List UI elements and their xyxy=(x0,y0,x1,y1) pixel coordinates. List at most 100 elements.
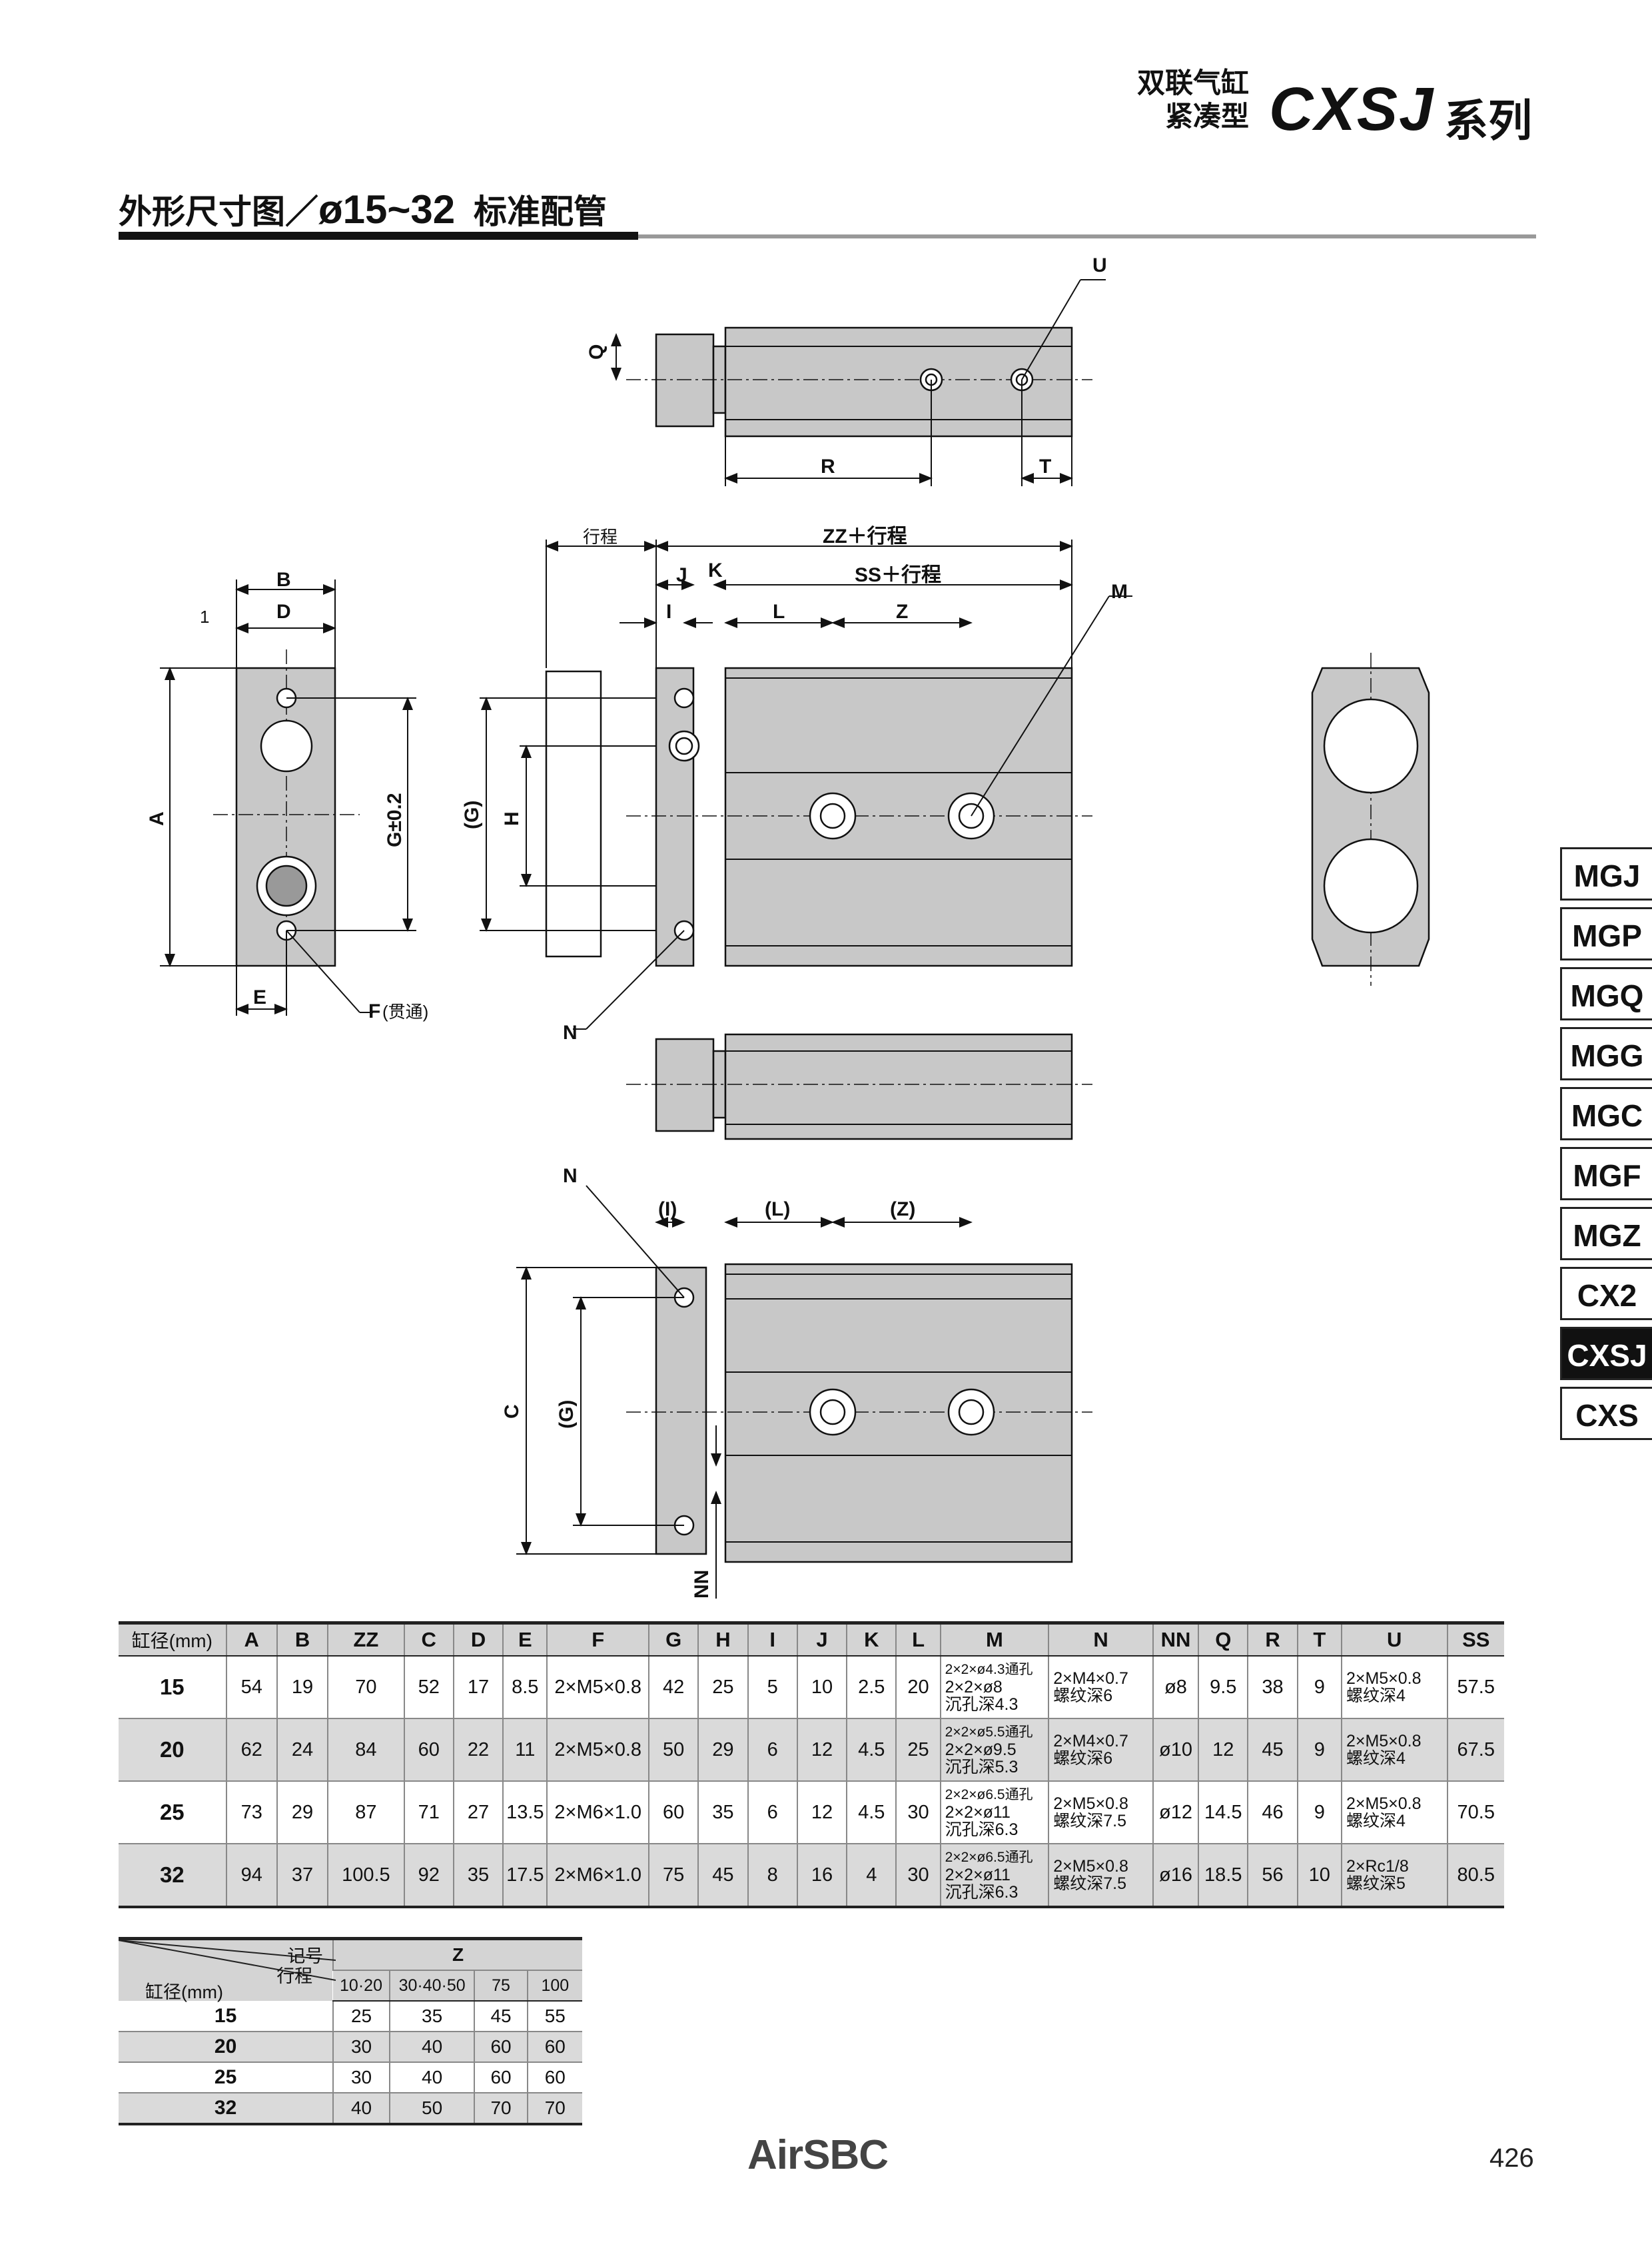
tab-cxsj[interactable]: CXSJ xyxy=(1560,1327,1652,1380)
cell-r: 38 xyxy=(1247,1656,1298,1719)
cell-n-line1: 2×M4×0.7 xyxy=(1053,1732,1128,1750)
cell-d: 27 xyxy=(452,1781,504,1844)
page-number: 426 xyxy=(1489,2143,1534,2173)
header-t: T xyxy=(1296,1621,1342,1657)
cell-z: 25 xyxy=(332,2001,390,2032)
stroke-col-1: 10·20 xyxy=(333,1970,390,2002)
cell-zz: 87 xyxy=(327,1781,404,1844)
cell-z: 30 xyxy=(332,2062,390,2093)
cell-i: 6 xyxy=(747,1781,797,1844)
dimension-drawing: U Q R T 行程 ZZ＋行程 SS＋行程 J K I L Z M B D 1… xyxy=(146,254,1430,1599)
cell-z: 55 xyxy=(526,2001,582,2032)
label-z: Z xyxy=(896,601,908,623)
cell-z: 60 xyxy=(526,2032,582,2063)
z-table-header: 记号 行程 缸径(mm) Z xyxy=(119,1937,582,2002)
header-b: B xyxy=(276,1621,328,1657)
tab-mgg[interactable]: MGG xyxy=(1560,1027,1652,1080)
cell-m-line3: 沉孔深5.3 xyxy=(945,1758,1019,1776)
cell-ss: 80.5 xyxy=(1446,1844,1504,1908)
cell-d: 22 xyxy=(452,1718,504,1782)
tab-mgq[interactable]: MGQ xyxy=(1560,967,1652,1020)
cell-g: 60 xyxy=(647,1781,699,1844)
header-i: I xyxy=(747,1621,797,1657)
label-a: A xyxy=(146,811,168,826)
cell-nn: ø10 xyxy=(1152,1718,1199,1782)
label-g-tol: G±0.2 xyxy=(384,793,406,847)
top-view-rod-end xyxy=(655,333,715,428)
cell-ss: 67.5 xyxy=(1446,1718,1504,1782)
cell-u-line1: 2×M5×0.8 xyxy=(1346,1669,1422,1688)
table-row: 20 62 24 84 60 22 11 2×M5×0.8 50 29 6 12… xyxy=(119,1718,1504,1782)
cell-b: 19 xyxy=(276,1656,328,1719)
tab-mgc[interactable]: MGC xyxy=(1560,1087,1652,1140)
cell-u-line2: 螺纹深4 xyxy=(1346,1686,1406,1705)
cell-u-line1: 2×Rc1/8 xyxy=(1346,1857,1409,1876)
header-nn: NN xyxy=(1152,1621,1199,1657)
label-f-note: (贯通) xyxy=(382,1002,428,1022)
cell-t: 9 xyxy=(1296,1781,1342,1844)
cell-q: 9.5 xyxy=(1198,1656,1248,1719)
cell-j: 16 xyxy=(796,1844,847,1908)
cell-t: 10 xyxy=(1296,1844,1342,1908)
header-zz: ZZ xyxy=(327,1621,404,1657)
cell-e: 17.5 xyxy=(502,1844,548,1908)
cell-j: 12 xyxy=(796,1781,847,1844)
tab-mgp[interactable]: MGP xyxy=(1560,907,1652,960)
label-stroke: 行程 xyxy=(583,527,618,547)
cell-i: 6 xyxy=(747,1718,797,1782)
cell-zz: 70 xyxy=(327,1656,404,1719)
label-zz-stroke: ZZ＋行程 xyxy=(823,526,907,548)
series-name: CXSJ xyxy=(1269,75,1435,143)
table-row: 25 30 40 60 60 xyxy=(119,2062,582,2093)
table-row: 25 73 29 87 71 27 13.5 2×M6×1.0 60 35 6 … xyxy=(119,1781,1504,1844)
stroke-col-2: 30·40·50 xyxy=(388,1970,475,2002)
cell-c: 52 xyxy=(403,1656,454,1719)
label-q: Q xyxy=(586,344,608,360)
tab-cx2[interactable]: CX2 xyxy=(1560,1267,1652,1320)
tab-cxs[interactable]: CXS xyxy=(1560,1387,1652,1440)
cell-m-line2: 2×2×ø9.5 xyxy=(945,1740,1017,1759)
brand-logo: AirSBC xyxy=(747,2132,889,2178)
series-category: 双联气缸 紧凑型 xyxy=(1137,67,1249,133)
cell-r: 46 xyxy=(1247,1781,1298,1844)
cell-e: 11 xyxy=(502,1718,548,1782)
cell-nn: ø16 xyxy=(1152,1844,1199,1908)
header-c: C xyxy=(403,1621,454,1657)
label-e: E xyxy=(253,986,266,1008)
cell-f: 2×M6×1.0 xyxy=(546,1844,649,1908)
section-title-size: ø15~32 xyxy=(318,187,456,232)
cell-f: 2×M6×1.0 xyxy=(546,1781,649,1844)
label-nn: NN xyxy=(691,1570,713,1599)
cell-i: 8 xyxy=(747,1844,797,1908)
cell-l: 20 xyxy=(895,1656,941,1719)
section-title-prefix: 外形尺寸图／ xyxy=(119,193,318,230)
cell-bore: 25 xyxy=(119,1781,226,1844)
cell-zz: 84 xyxy=(327,1718,404,1782)
corner-bore: 缸径(mm) xyxy=(145,1982,223,2002)
header-m: M xyxy=(939,1621,1049,1657)
cell-j: 10 xyxy=(796,1656,847,1719)
table-row: 32 40 50 70 70 xyxy=(119,2093,582,2125)
label-k: K xyxy=(708,560,723,581)
label-r: R xyxy=(821,456,835,478)
tab-mgf[interactable]: MGF xyxy=(1560,1147,1652,1200)
header-u: U xyxy=(1340,1621,1447,1657)
header-g: G xyxy=(647,1621,699,1657)
z-header: Z xyxy=(332,1937,582,1970)
cell-k: 4 xyxy=(846,1844,897,1908)
tab-mgz[interactable]: MGZ xyxy=(1560,1207,1652,1260)
cell-bore: 32 xyxy=(119,2093,334,2125)
tab-mgj[interactable]: MGJ xyxy=(1560,847,1652,901)
cell-z: 50 xyxy=(388,2093,475,2125)
cell-u-line1: 2×M5×0.8 xyxy=(1346,1732,1422,1750)
label-z-par: (Z) xyxy=(890,1198,915,1220)
cell-m-line2: 2×2×ø8 xyxy=(945,1678,1003,1696)
header-e: E xyxy=(502,1621,548,1657)
cell-n-line2: 螺纹深6 xyxy=(1053,1749,1113,1768)
label-t: T xyxy=(1039,456,1051,478)
cell-a: 62 xyxy=(225,1718,277,1782)
cell-g: 42 xyxy=(647,1656,699,1719)
label-f: F xyxy=(368,1000,380,1022)
